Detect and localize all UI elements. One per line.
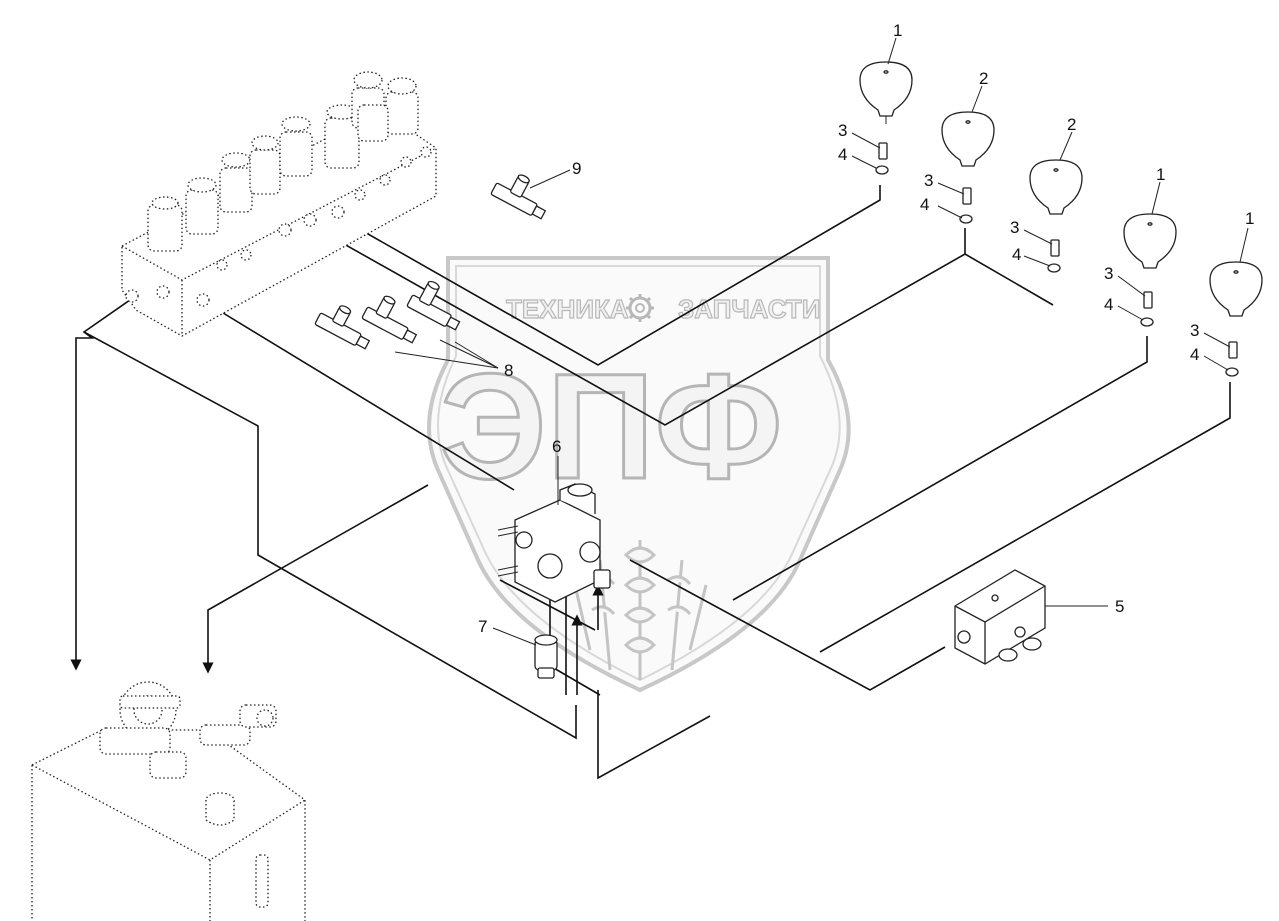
hydraulic-tank [31,681,306,921]
accumulators [859,61,1263,377]
callout-4: 4 [1012,245,1021,264]
callout-3: 3 [924,171,933,190]
callout-3: 3 [1190,321,1199,340]
pressure-switch-7 [534,634,558,679]
watermark-left-word: ТЕХНИКА [506,294,629,324]
gear-icon [626,294,654,322]
callout-2: 2 [979,69,988,88]
valve-unit-6 [497,483,611,603]
callout-1: 1 [1156,165,1165,184]
accumulator [1123,213,1177,269]
callout-8: 8 [504,361,513,380]
accumulator [859,61,913,124]
watermark: ТЕХНИКА ЗАПЧАСТИ ЭПФ [427,256,851,693]
check-valves-8 [314,280,461,350]
distribution-block-5 [954,569,1046,665]
callout-1: 1 [893,21,902,40]
callout-6: 6 [552,437,561,456]
callout-1: 1 [1245,209,1254,228]
callout-2: 2 [1067,115,1076,134]
solenoid-coils [147,71,419,252]
valve-block-manifold [121,71,437,337]
callout-3: 3 [1010,218,1019,237]
callout-7: 7 [478,617,487,636]
fittings-and-washers [875,142,1239,377]
callout-3: 3 [838,121,847,140]
accumulator [941,111,995,167]
callout-labels: 1 2 2 1 1 3 4 3 4 3 4 3 4 3 4 5 6 7 8 9 [478,21,1254,636]
watermark-letters: ЭПФ [440,342,783,510]
callout-4: 4 [920,195,929,214]
callout-5: 5 [1115,597,1124,616]
accumulator [1029,159,1083,215]
callout-4: 4 [1104,295,1113,314]
callout-9: 9 [572,159,581,178]
callout-4: 4 [838,145,847,164]
accumulator [1209,261,1263,317]
check-valve-9 [490,174,547,220]
callout-4: 4 [1190,345,1199,364]
callout-3: 3 [1104,264,1113,283]
leader-lines [394,37,1249,646]
pump-unit [99,681,277,779]
watermark-right-word: ЗАПЧАСТИ [678,294,821,324]
